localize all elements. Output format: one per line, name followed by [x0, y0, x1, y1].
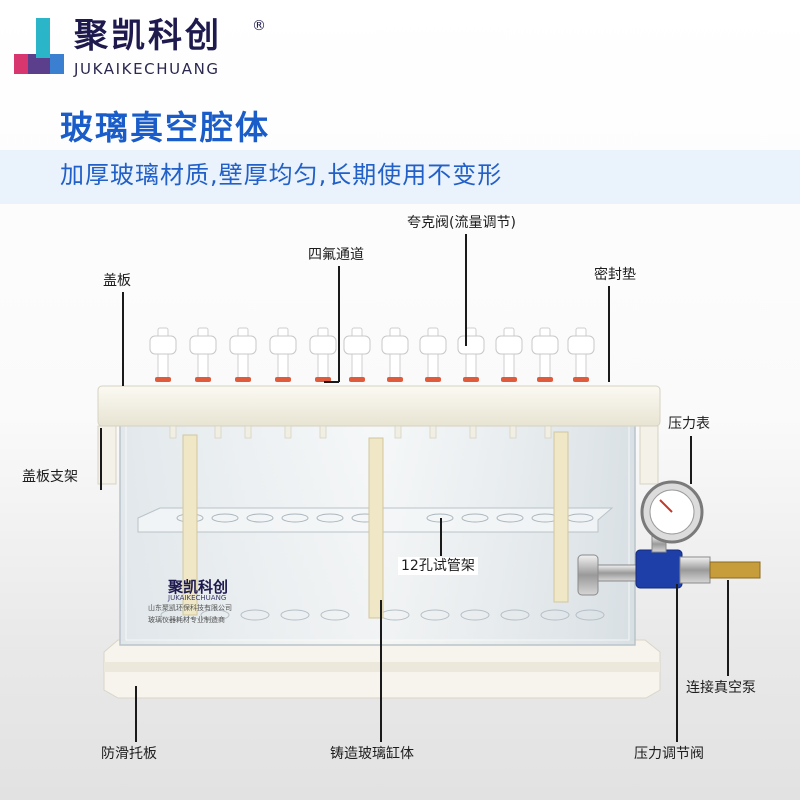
leader-cover-support: [100, 428, 102, 490]
callout-vacuum-pump: 连接真空泵: [686, 680, 756, 696]
callout-stopcock: 夸克阀(流量调节): [407, 215, 516, 231]
callout-cover-support: 盖板支架: [22, 469, 78, 485]
glass-company-line2: 玻璃仪器耗材专业制造商: [148, 616, 225, 624]
leader-pressure-valve: [676, 584, 678, 742]
subtitle-band: [0, 150, 800, 204]
leader-test-tube-rack: [440, 518, 442, 556]
glass-logo: 聚凯科创: [168, 578, 229, 596]
callout-pressure-valve: 压力调节阀: [634, 746, 704, 762]
leader-antislip-tray: [135, 686, 137, 742]
callout-glass-tank: 铸造玻璃缸体: [330, 746, 414, 762]
leader-vacuum-pump: [727, 580, 729, 676]
leader-cover-plate: [122, 292, 124, 386]
leader-ptfe-channel: [338, 266, 340, 382]
brand-name-en: JUKAIKECHUANG: [74, 60, 220, 78]
glass-company-line1: 山东聚凯环保科技有限公司: [148, 604, 232, 612]
callout-seal-gasket: 密封垫: [594, 267, 636, 283]
leader-seal-gasket: [608, 286, 610, 382]
leader-pressure-gauge: [690, 436, 692, 484]
callout-ptfe-channel: 四氟通道: [308, 247, 364, 263]
callout-pressure-gauge: 压力表: [668, 416, 710, 432]
leader-stopcock: [465, 234, 467, 346]
registered-mark: ®: [252, 18, 266, 34]
brand-name: 聚凯科创: [74, 16, 222, 56]
callout-antislip-tray: 防滑托板: [101, 746, 157, 762]
leader-ptfe-channel-foot: [324, 381, 339, 383]
page-title: 玻璃真空腔体: [60, 108, 270, 147]
logo-mark-icon: [14, 18, 64, 74]
callout-cover-plate: 盖板: [103, 273, 131, 289]
callout-test-tube-rack: 12孔试管架: [398, 557, 478, 575]
page-subtitle: 加厚玻璃材质,壁厚均匀,长期使用不变形: [60, 161, 503, 189]
glass-logo-en: JUKAIKECHUANG: [168, 594, 227, 602]
leader-glass-tank: [380, 600, 382, 742]
